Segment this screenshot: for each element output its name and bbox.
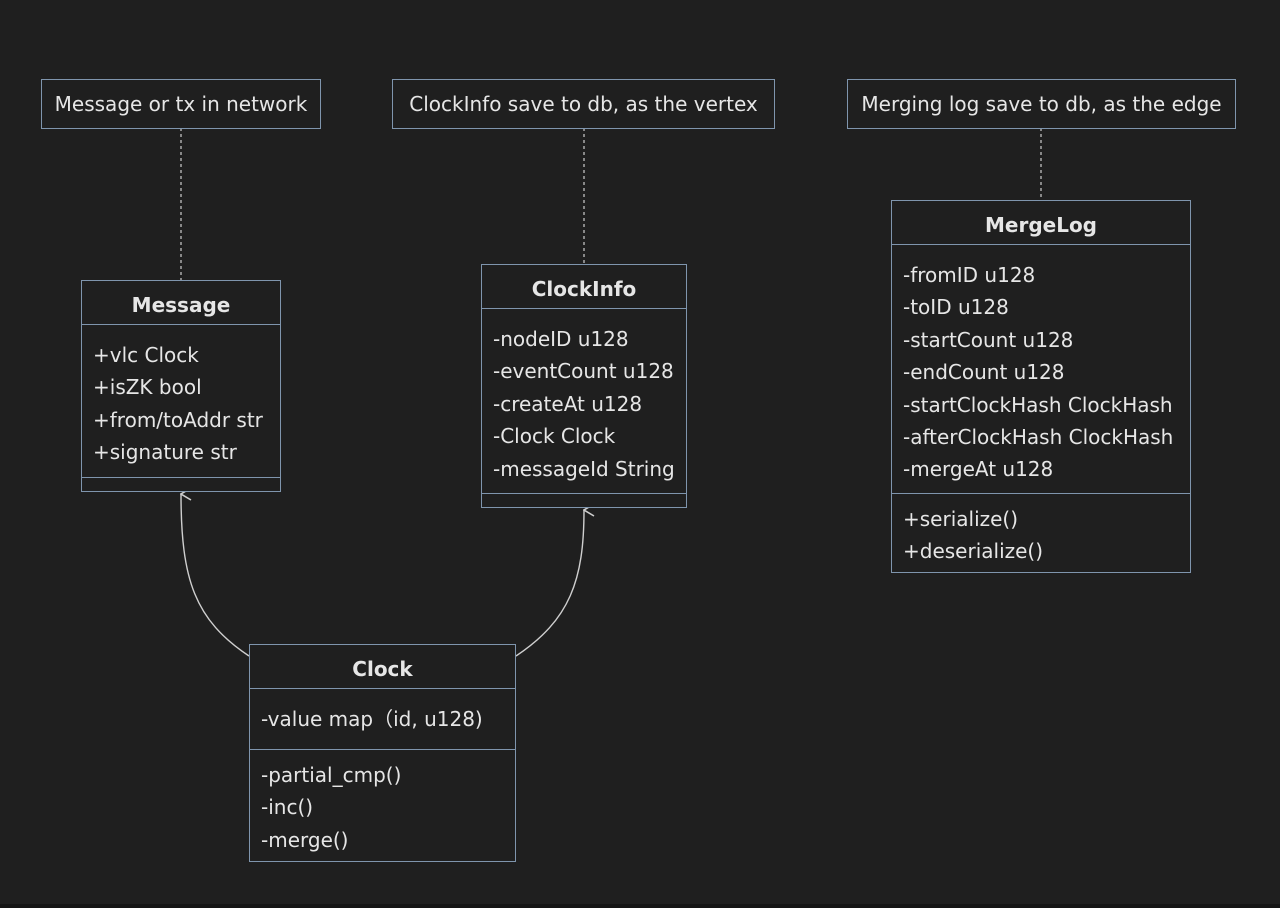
note-mergelog: Merging log save to db, as the edge	[847, 79, 1236, 129]
method-merge: -merge()	[261, 827, 349, 852]
attribute-nodeid: -nodeID u128	[493, 327, 629, 351]
attribute-toid: -toID u128	[903, 295, 1009, 320]
class-mergelog-name: MergeLog	[892, 201, 1190, 245]
attribute-signature: +signature str	[93, 440, 237, 465]
attribute-startclockhash: -startClockHash ClockHash	[903, 392, 1173, 417]
class-clock-name: Clock	[250, 645, 515, 689]
class-mergelog: MergeLog -fromID u128 -toID u128 -startC…	[891, 200, 1191, 573]
attribute-messageid: -messageId String	[493, 456, 675, 481]
class-message: Message +vlc Clock +isZK bool +from/toAd…	[81, 280, 281, 492]
method-deserialize: +deserialize()	[903, 539, 1044, 564]
class-clock: Clock -value map（id, u128) -partial_cmp(…	[249, 644, 516, 862]
note-message: Message or tx in network	[41, 79, 321, 129]
attribute-createat: -createAt u128	[493, 391, 643, 416]
attribute-clock: -Clock Clock	[493, 424, 616, 449]
attribute-from-to-addr: +from/toAddr str	[93, 407, 263, 432]
attribute-eventcount: -eventCount u128	[493, 359, 674, 384]
class-mergelog-attributes: -fromID u128 -toID u128 -startCount u128…	[892, 245, 1190, 494]
method-inc: -inc()	[261, 795, 314, 820]
note-mergelog-text: Merging log save to db, as the edge	[861, 92, 1222, 116]
attribute-endcount: -endCount u128	[903, 360, 1065, 385]
class-message-attributes: +vlc Clock +isZK bool +from/toAddr str +…	[82, 325, 280, 478]
attribute-startcount: -startCount u128	[903, 327, 1074, 352]
note-clockinfo-text: ClockInfo save to db, as the vertex	[409, 92, 758, 116]
class-message-name: Message	[82, 281, 280, 325]
note-clockinfo: ClockInfo save to db, as the vertex	[392, 79, 775, 129]
class-mergelog-methods: +serialize() +deserialize()	[892, 494, 1190, 568]
attribute-mergeat: -mergeAt u128	[903, 457, 1054, 482]
class-clock-attributes: -value map（id, u128)	[250, 689, 515, 750]
attribute-afterclockhash: -afterClockHash ClockHash	[903, 424, 1174, 449]
class-clockinfo: ClockInfo -nodeID u128 -eventCount u128 …	[481, 264, 687, 508]
association-clock-to-message	[181, 494, 250, 657]
attribute-iszk: +isZK bool	[93, 375, 202, 400]
class-clockinfo-attributes: -nodeID u128 -eventCount u128 -createAt …	[482, 309, 686, 494]
class-clockinfo-name: ClockInfo	[482, 265, 686, 309]
method-partial-cmp: -partial_cmp()	[261, 763, 402, 787]
attribute-value-map: -value map（id, u128)	[261, 707, 483, 731]
class-clock-methods: -partial_cmp() -inc() -merge()	[250, 750, 515, 856]
attribute-fromid: -fromID u128	[903, 263, 1036, 287]
note-message-text: Message or tx in network	[54, 92, 308, 116]
method-serialize: +serialize()	[903, 507, 1019, 531]
attribute-vlc: +vlc Clock	[93, 343, 199, 367]
association-clock-to-clockinfo	[515, 510, 584, 657]
